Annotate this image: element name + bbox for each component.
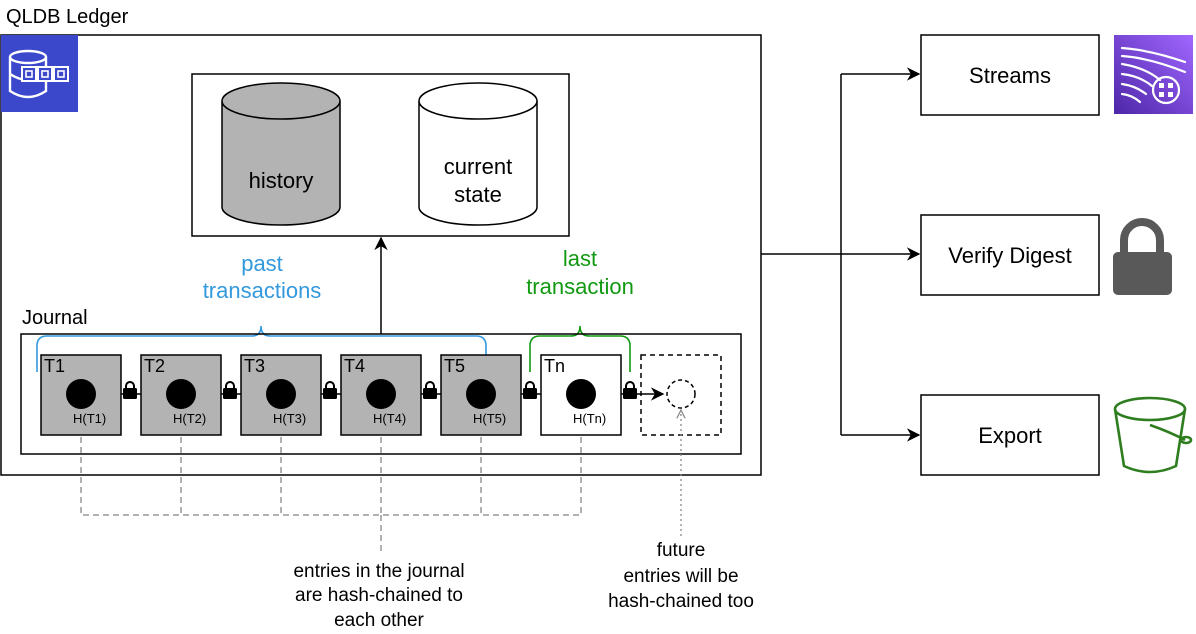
journal-entries: T1H(T1)T2H(T2)T3H(T3)T4H(T4)T5H(T5)TnH(T… (40, 354, 622, 436)
verify-digest-label: Verify Digest (948, 243, 1072, 268)
last-label-line1: last (563, 246, 597, 271)
journal-entry-name: Tn (544, 356, 565, 376)
chain-note-line1: entries in the journal (293, 561, 464, 582)
journal-entry-node (466, 379, 496, 409)
chain-lock-icon (623, 381, 637, 399)
journal-entry-hash: H(T1) (73, 411, 106, 426)
kinesis-streams-icon (1114, 35, 1193, 114)
journal-entry-node (566, 379, 596, 409)
journal-entry: T4H(T4) (340, 354, 422, 436)
past-transactions-brace (36, 325, 487, 372)
chain-lock-icon (423, 381, 437, 399)
journal-entry: T5H(T5) (440, 354, 522, 436)
journal-entry-node (266, 379, 296, 409)
future-entry-box (640, 354, 722, 436)
current-state-cylinder (418, 82, 538, 226)
ledger-frame (0, 34, 762, 476)
chain-lock-icon (223, 381, 237, 399)
ledger-title: QLDB Ledger (6, 6, 129, 28)
export-box (920, 394, 1100, 476)
last-label-line2: transaction (526, 274, 634, 299)
future-note-line2: entries will be (623, 566, 738, 587)
chain-note-line3: each other (334, 610, 424, 631)
chain-lock-icon (123, 381, 137, 399)
journal-entry: T3H(T3) (240, 354, 322, 436)
journal-box (20, 333, 742, 455)
chain-lock-icon (323, 381, 337, 399)
lock-icon (1113, 218, 1172, 295)
chain-note-line2: are hash-chained to (295, 585, 463, 606)
journal-title: Journal (22, 307, 88, 329)
output-connector (761, 74, 842, 435)
journal-entry-hash: H(T4) (373, 411, 406, 426)
future-note-line3: hash-chained too (608, 591, 754, 612)
export-label: Export (978, 423, 1042, 448)
journal-entry-node (66, 379, 96, 409)
past-label-line1: past (241, 251, 283, 276)
history-cylinder (221, 82, 341, 226)
journal-entry-name: T3 (244, 356, 265, 376)
journal-entry-name: T5 (444, 356, 465, 376)
journal-entry-hash: H(Tn) (573, 411, 606, 426)
future-note-line1: future (657, 540, 706, 561)
journal-entry-name: T2 (144, 356, 165, 376)
journal-entry-hash: H(T5) (473, 411, 506, 426)
journal-entry-name: T4 (344, 356, 365, 376)
journal-entry-hash: H(T3) (273, 411, 306, 426)
last-transaction-brace (529, 325, 631, 372)
journal-entry: T1H(T1) (40, 354, 122, 436)
current-state-label-line1: current (444, 154, 512, 179)
streams-label: Streams (969, 63, 1051, 88)
journal-entry: T2H(T2) (140, 354, 222, 436)
streams-box (920, 34, 1100, 116)
journal-entry-node (366, 379, 396, 409)
journal-entry-name: T1 (44, 356, 65, 376)
past-label-line2: transactions (203, 278, 322, 303)
journal-entry-hash: H(T2) (173, 411, 206, 426)
journal-entry: TnH(Tn) (540, 354, 622, 436)
chain-locks (123, 381, 637, 399)
journal-entry-node (166, 379, 196, 409)
qldb-icon (1, 35, 78, 112)
current-state-label-line2: state (454, 182, 502, 207)
s3-bucket-icon (1113, 396, 1193, 474)
chain-lock-icon (523, 381, 537, 399)
history-label: history (249, 168, 314, 193)
future-entry-node (666, 379, 696, 409)
verify-digest-box (920, 214, 1100, 296)
